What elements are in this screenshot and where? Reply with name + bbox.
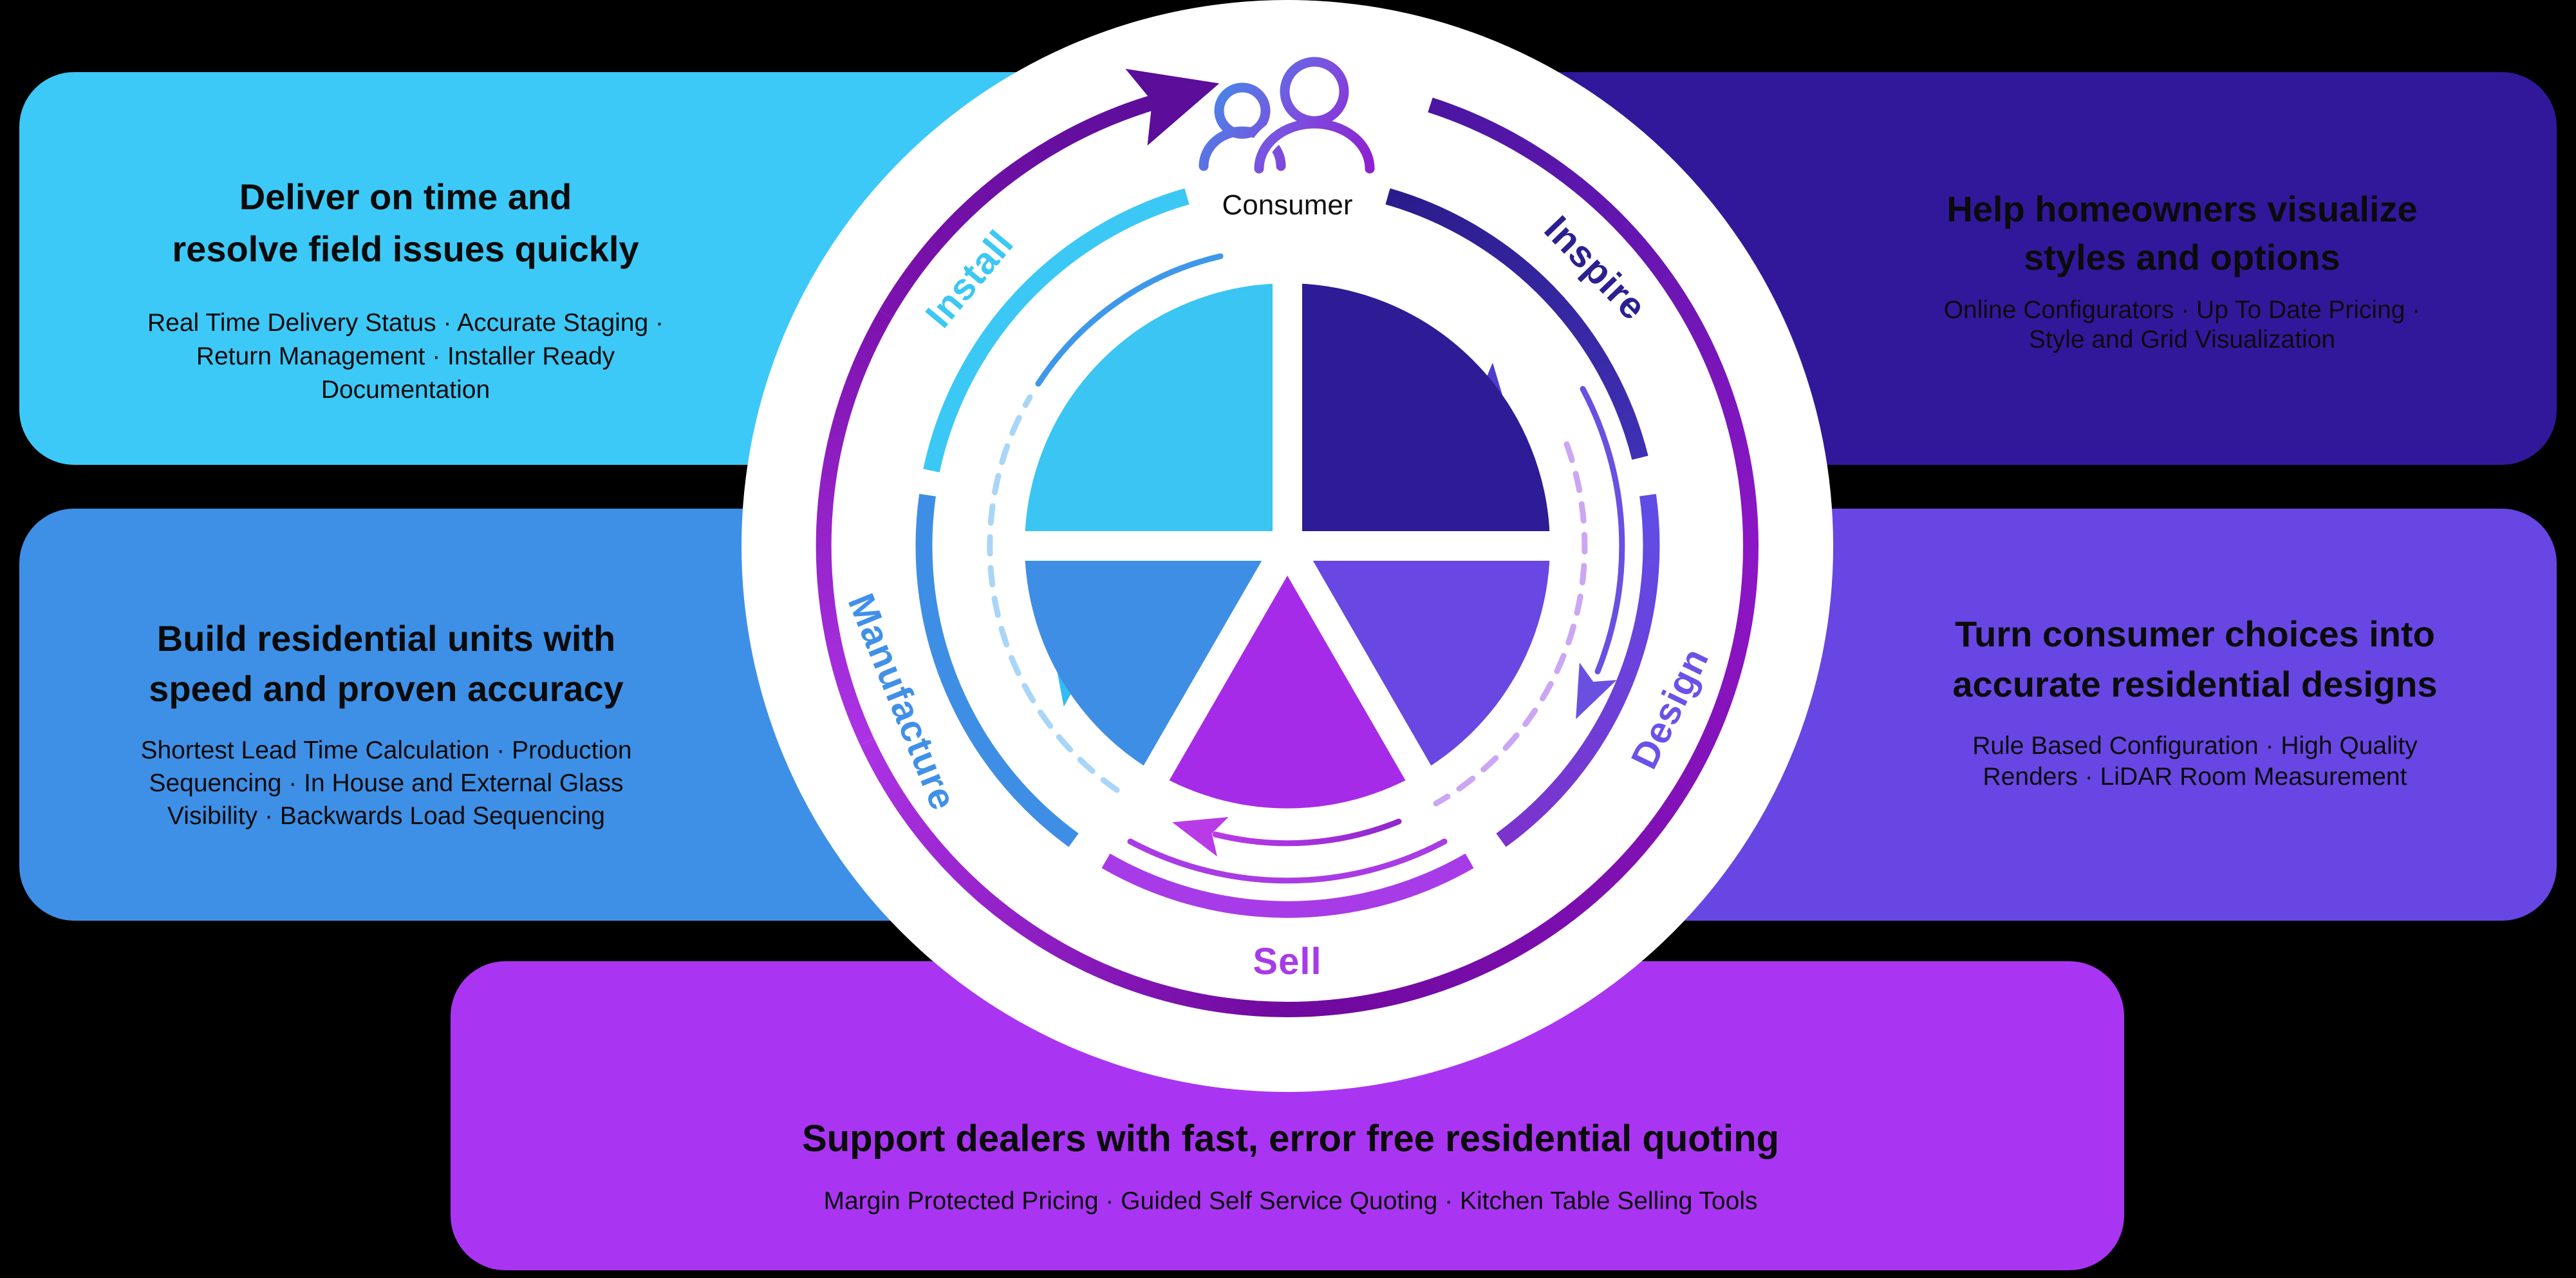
phase-arc-inspire: [1385, 188, 1648, 460]
outer-arc-left: [816, 310, 893, 746]
flow-arc-right: [1580, 386, 1625, 675]
box-middle-left-body-line1: Shortest Lead Time Calculation · Product…: [140, 737, 631, 764]
box-middle-right-title-line1: Turn consumer choices into: [1955, 614, 2435, 654]
arc-upper-left-blue: [1035, 253, 1224, 387]
box-bottom: Support dealers with fast, error free re…: [451, 961, 2124, 1270]
box-middle-right-title-line2: accurate residential designs: [1952, 664, 2437, 704]
box-middle-left-body-line2: Sequencing · In House and External Glass: [149, 769, 623, 797]
box-top-right-body-line1: Online Configurators · Up To Date Pricin…: [1944, 296, 2421, 324]
consumer-label: Consumer: [1222, 189, 1353, 221]
flow-arrowhead-bottom-icon: [1172, 816, 1229, 857]
box-top-right-body-line2: Style and Grid Visualization: [2029, 326, 2335, 353]
box-middle-left-title-line1: Build residential units with: [157, 618, 616, 659]
wheel-spokes: [1002, 261, 1573, 795]
small-person-shoulders: [1199, 126, 1286, 171]
box-bottom-body-line1: Margin Protected Pricing · Guided Self S…: [824, 1187, 1758, 1215]
inner-ring-b: [987, 253, 1588, 857]
outer-arc-top-right: [1428, 97, 1759, 547]
box-top-left-body-line1: Real Time Delivery Status · Accurate Sta…: [147, 309, 664, 337]
box-bottom-title-line1: Support dealers with fast, error free re…: [802, 1118, 1779, 1160]
wheel-slice-sell: [1153, 541, 1421, 809]
outer-arc-top-left: [879, 93, 1162, 319]
box-top-left-title-line1: Deliver on time and: [239, 176, 572, 217]
wheel-slice-design: [1282, 541, 1550, 774]
dashed-arc-right-lavender: [1433, 441, 1588, 807]
phase-label-sell: Sell: [1253, 941, 1321, 982]
box-top-left-body-line3: Documentation: [321, 376, 490, 404]
box-top-left-title-line2: resolve field issues quickly: [172, 229, 639, 269]
flow-arrowhead-right-icon: [1576, 662, 1617, 719]
big-person-shoulders: [1254, 118, 1375, 174]
box-middle-left-body-line3: Visibility · Backwards Load Sequencing: [167, 802, 605, 830]
box-bottom-bg: [451, 961, 2124, 1270]
center-wheel: [1002, 261, 1573, 809]
arc-bottom-magenta: [1127, 838, 1448, 884]
wheel-slice-manufacture: [1025, 541, 1293, 774]
wheel-slice-install: [1025, 283, 1293, 551]
dashed-arc-left-lightblue: [987, 394, 1120, 793]
box-top-left-body-line2: Return Management · Installer Ready: [196, 343, 615, 370]
outer-cycle-ring: [816, 68, 1759, 1017]
flow-arc-bottom-magenta: [1212, 818, 1402, 847]
outer-arc-bottom-left: [860, 738, 1288, 1017]
cycle-arrowhead-icon: [1125, 68, 1220, 146]
wheel-slice-inspire: [1282, 283, 1550, 551]
box-middle-left-title-line2: speed and proven accuracy: [149, 668, 624, 709]
box-top-right-title-line2: styles and options: [2024, 237, 2340, 277]
box-top-right-title-line1: Help homeowners visualize: [1946, 189, 2417, 229]
phase-arc-sell: [1101, 853, 1474, 918]
phase-arc-install: [923, 188, 1190, 473]
inner-ring-c: [1127, 386, 1625, 884]
phase-arc-ring: [915, 188, 1660, 918]
box-middle-right-body-line1: Rule Based Configuration · High Quality: [1972, 732, 2418, 760]
phase-arc-design: [1496, 494, 1660, 847]
phase-arc-manufacture: [915, 494, 1079, 847]
outer-arc-bottom-right: [1287, 545, 1759, 1017]
wheel-hub: [1268, 527, 1307, 565]
people-icon: [1199, 50, 1385, 180]
box-middle-right-body-line2: Renders · LiDAR Room Measurement: [1983, 763, 2407, 791]
